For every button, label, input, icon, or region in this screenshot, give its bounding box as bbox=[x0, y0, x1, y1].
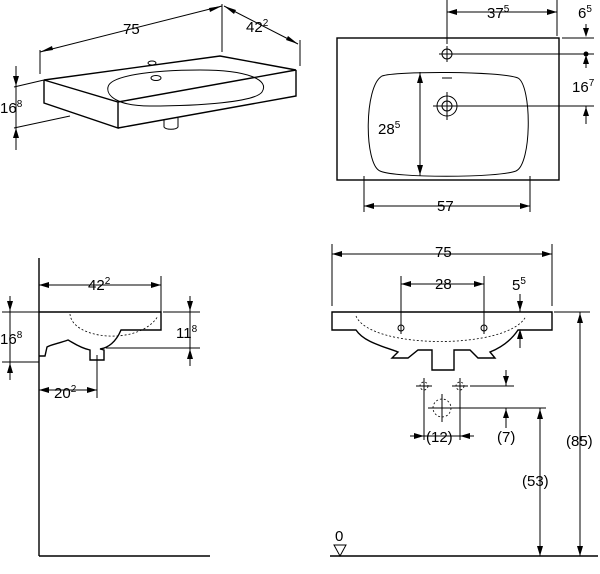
isometric-view: 75 422 168 bbox=[0, 4, 301, 150]
top-tap-from-back-value: 65 bbox=[578, 4, 592, 22]
front-view: 75 28 55 bbox=[330, 244, 598, 558]
front-floor-level-value: 0 bbox=[335, 528, 343, 545]
top-bowl bbox=[367, 71, 529, 177]
side-depth-value: 422 bbox=[88, 276, 111, 294]
side-bowl-hidden bbox=[69, 313, 159, 337]
front-mount-height-value: (85) bbox=[566, 433, 593, 450]
top-drain-from-back-value: 167 bbox=[572, 78, 595, 96]
iso-trap bbox=[163, 118, 179, 130]
front-fixing-spacing-value: 28 bbox=[435, 276, 452, 293]
iso-basin-front bbox=[43, 70, 297, 129]
top-bowl-depth-value: 285 bbox=[378, 120, 401, 138]
top-basin-outline bbox=[336, 37, 560, 181]
iso-width-value: 75 bbox=[123, 21, 140, 38]
front-basin-profile bbox=[331, 311, 553, 371]
iso-height-value: 168 bbox=[0, 99, 23, 117]
side-view: 422 168 118 202 bbox=[0, 258, 210, 557]
front-edge-offset-value: 55 bbox=[512, 276, 526, 294]
supply-pipe-right bbox=[452, 378, 468, 394]
top-tap-offset-value: 375 bbox=[487, 4, 510, 22]
front-pipe-spacing-value: (12) bbox=[426, 429, 453, 446]
floor-level-marker bbox=[333, 544, 347, 558]
waste-pipe bbox=[428, 394, 456, 422]
side-drain-offset-value: 202 bbox=[54, 384, 77, 402]
side-height-value: 168 bbox=[0, 330, 23, 348]
front-pipe-drop-value: (7) bbox=[497, 429, 515, 446]
top-view: 375 65 167 285 57 bbox=[336, 0, 595, 215]
iso-drain bbox=[150, 75, 162, 81]
iso-tap-hole bbox=[147, 60, 157, 66]
iso-bowl bbox=[107, 69, 265, 107]
side-bowl-height-value: 118 bbox=[176, 324, 198, 342]
front-drain-height-value: (53) bbox=[522, 473, 549, 490]
supply-pipe-left bbox=[416, 378, 432, 394]
side-basin-profile bbox=[39, 311, 162, 361]
top-bowl-width-value: 57 bbox=[437, 198, 454, 215]
iso-depth-dimension-line bbox=[223, 5, 299, 45]
front-bowl-hidden bbox=[355, 315, 527, 342]
iso-width-dimension-line bbox=[39, 5, 223, 53]
iso-depth-value: 422 bbox=[246, 18, 269, 36]
front-width-value: 75 bbox=[435, 244, 452, 261]
